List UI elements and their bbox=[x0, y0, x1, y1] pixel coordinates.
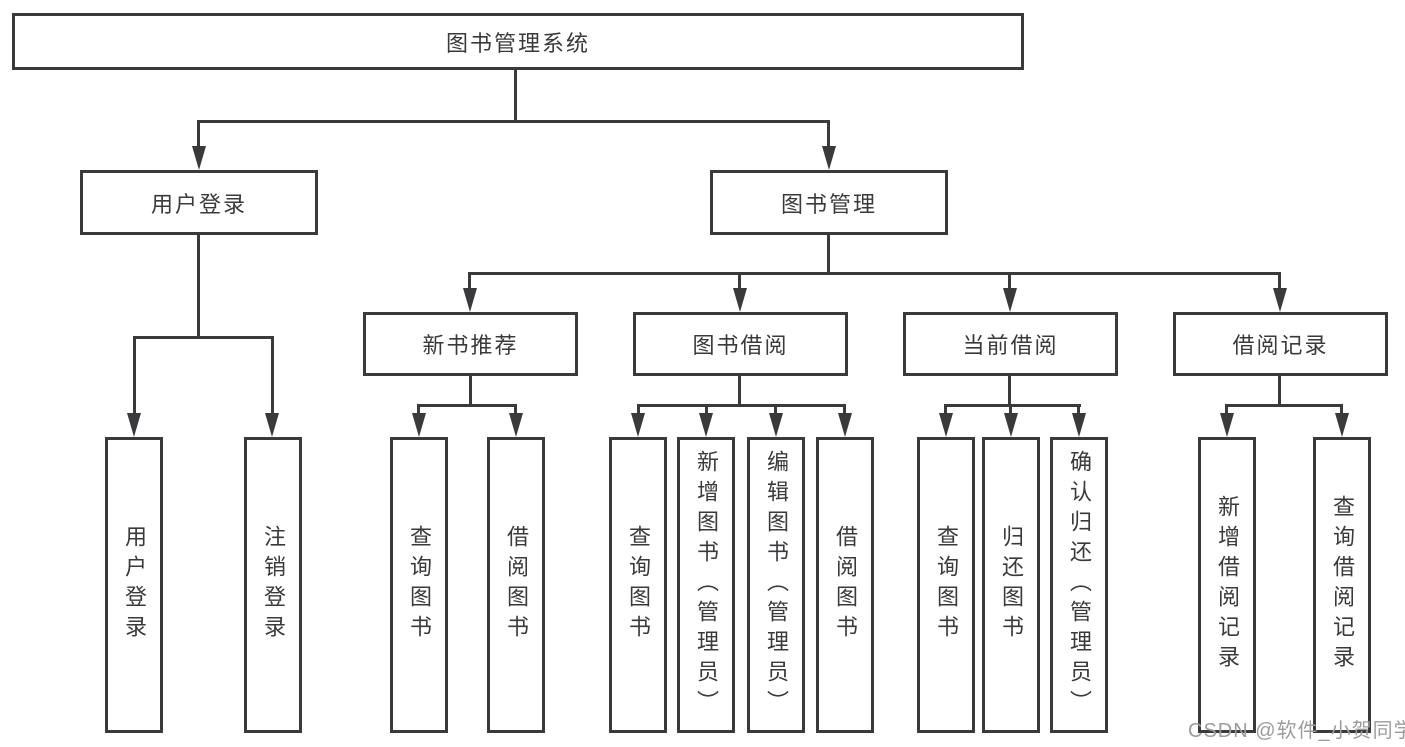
connector-line bbox=[469, 374, 472, 406]
connector-line bbox=[1008, 374, 1011, 406]
leaf-query-books-current: 查询图书 bbox=[917, 437, 975, 733]
node-label: 当前借阅 bbox=[962, 333, 1059, 358]
node-library-system: 图书管理系统 bbox=[12, 13, 1024, 70]
csdn-watermark: CSDN @软件_小贺同学 bbox=[1188, 720, 1405, 742]
connector-line bbox=[133, 336, 136, 415]
arrowhead-down bbox=[1003, 288, 1017, 312]
connector-line bbox=[1340, 404, 1343, 416]
arrowhead-down bbox=[822, 146, 836, 170]
arrowhead-down bbox=[192, 146, 206, 170]
leaf-confirm-return-admin: 确认归还（管理员） bbox=[1050, 437, 1108, 733]
connector-line bbox=[197, 233, 200, 336]
arrowhead-down bbox=[127, 413, 141, 437]
connector-line bbox=[827, 233, 830, 274]
node-user-login: 用户登录 bbox=[80, 170, 318, 235]
node-label: 图书管理系统 bbox=[445, 30, 590, 56]
node-label: 图书管理 bbox=[780, 191, 877, 217]
arrowhead-down bbox=[463, 288, 477, 312]
arrowhead-down bbox=[1335, 413, 1349, 437]
arrowhead-down bbox=[631, 413, 645, 437]
node-label: 编辑图书（管理员） bbox=[764, 450, 789, 720]
connector-line bbox=[1225, 404, 1228, 416]
arrowhead-down bbox=[769, 413, 783, 437]
node-label: 查询图书 bbox=[407, 525, 432, 645]
connector-line bbox=[197, 120, 200, 148]
leaf-add-borrow-record: 新增借阅记录 bbox=[1198, 437, 1256, 733]
node-label: 借阅记录 bbox=[1232, 333, 1329, 358]
node-new-book-recommendation: 新书推荐 bbox=[363, 312, 578, 376]
node-book-management: 图书管理 bbox=[710, 170, 948, 235]
node-label: 借阅图书 bbox=[504, 525, 529, 645]
leaf-query-books-recommend: 查询图书 bbox=[390, 437, 448, 733]
node-borrowing-records: 借阅记录 bbox=[1173, 312, 1388, 376]
connector-line bbox=[469, 272, 1281, 275]
leaf-edit-books-admin: 编辑图书（管理员） bbox=[747, 437, 805, 733]
node-label: 查询图书 bbox=[934, 525, 959, 645]
arrowhead-down bbox=[699, 413, 713, 437]
connector-line bbox=[1009, 404, 1012, 416]
node-label: 用户登录 bbox=[122, 525, 147, 645]
connector-line bbox=[738, 272, 741, 292]
leaf-borrow-books-recommend: 借阅图书 bbox=[487, 437, 545, 733]
node-label: 新增借阅记录 bbox=[1215, 495, 1240, 675]
leaf-query-borrow-record: 查询借阅记录 bbox=[1313, 437, 1371, 733]
leaf-return-books: 归还图书 bbox=[982, 437, 1040, 733]
node-label: 注销登录 bbox=[261, 525, 286, 645]
node-label: 借阅图书 bbox=[833, 525, 858, 645]
leaf-query-books-borrowing: 查询图书 bbox=[609, 437, 667, 733]
connector-line bbox=[271, 336, 274, 415]
connector-line bbox=[417, 404, 517, 407]
connector-line bbox=[514, 69, 517, 120]
leaf-add-books-admin: 新增图书（管理员） bbox=[677, 437, 735, 733]
arrowhead-down bbox=[412, 413, 426, 437]
connector-line bbox=[827, 120, 830, 148]
arrowhead-down bbox=[509, 413, 523, 437]
node-label: 归还图书 bbox=[999, 525, 1024, 645]
node-label: 确认归还（管理员） bbox=[1067, 450, 1092, 720]
node-label: 图书借阅 bbox=[692, 333, 789, 358]
connector-line bbox=[1225, 404, 1343, 407]
connector-line bbox=[1008, 272, 1011, 292]
connector-line bbox=[637, 404, 640, 416]
connector-line bbox=[133, 336, 274, 339]
connector-line bbox=[774, 404, 777, 416]
leaf-user-login: 用户登录 bbox=[105, 437, 163, 733]
connector-line bbox=[1278, 374, 1281, 406]
node-label: 查询图书 bbox=[626, 525, 651, 645]
node-label: 用户登录 bbox=[150, 191, 247, 217]
leaf-borrow-books-borrowing: 借阅图书 bbox=[816, 437, 874, 733]
connector-line bbox=[1077, 404, 1080, 416]
connector-line bbox=[197, 120, 830, 123]
connector-line bbox=[468, 272, 471, 292]
node-label: 查询借阅记录 bbox=[1330, 495, 1355, 675]
arrowhead-down bbox=[1004, 413, 1018, 437]
connector-line bbox=[738, 374, 741, 406]
arrowhead-down bbox=[939, 413, 953, 437]
connector-line bbox=[843, 404, 846, 416]
connector-line bbox=[417, 404, 420, 416]
arrowhead-down bbox=[838, 413, 852, 437]
node-current-borrowing: 当前借阅 bbox=[903, 312, 1118, 376]
node-book-borrowing: 图书借阅 bbox=[633, 312, 848, 376]
connector-line bbox=[514, 404, 517, 416]
arrowhead-down bbox=[1273, 288, 1287, 312]
connector-line bbox=[944, 404, 947, 416]
node-label: 新增图书（管理员） bbox=[694, 450, 719, 720]
leaf-logout-login: 注销登录 bbox=[244, 437, 302, 733]
arrowhead-down bbox=[1220, 413, 1234, 437]
connector-line bbox=[1278, 272, 1281, 292]
connector-line bbox=[637, 404, 846, 407]
arrowhead-down bbox=[1072, 413, 1086, 437]
arrowhead-down bbox=[265, 413, 279, 437]
connector-line bbox=[944, 404, 1081, 407]
connector-line bbox=[705, 404, 708, 416]
arrowhead-down bbox=[733, 288, 747, 312]
node-label: 新书推荐 bbox=[422, 333, 519, 358]
